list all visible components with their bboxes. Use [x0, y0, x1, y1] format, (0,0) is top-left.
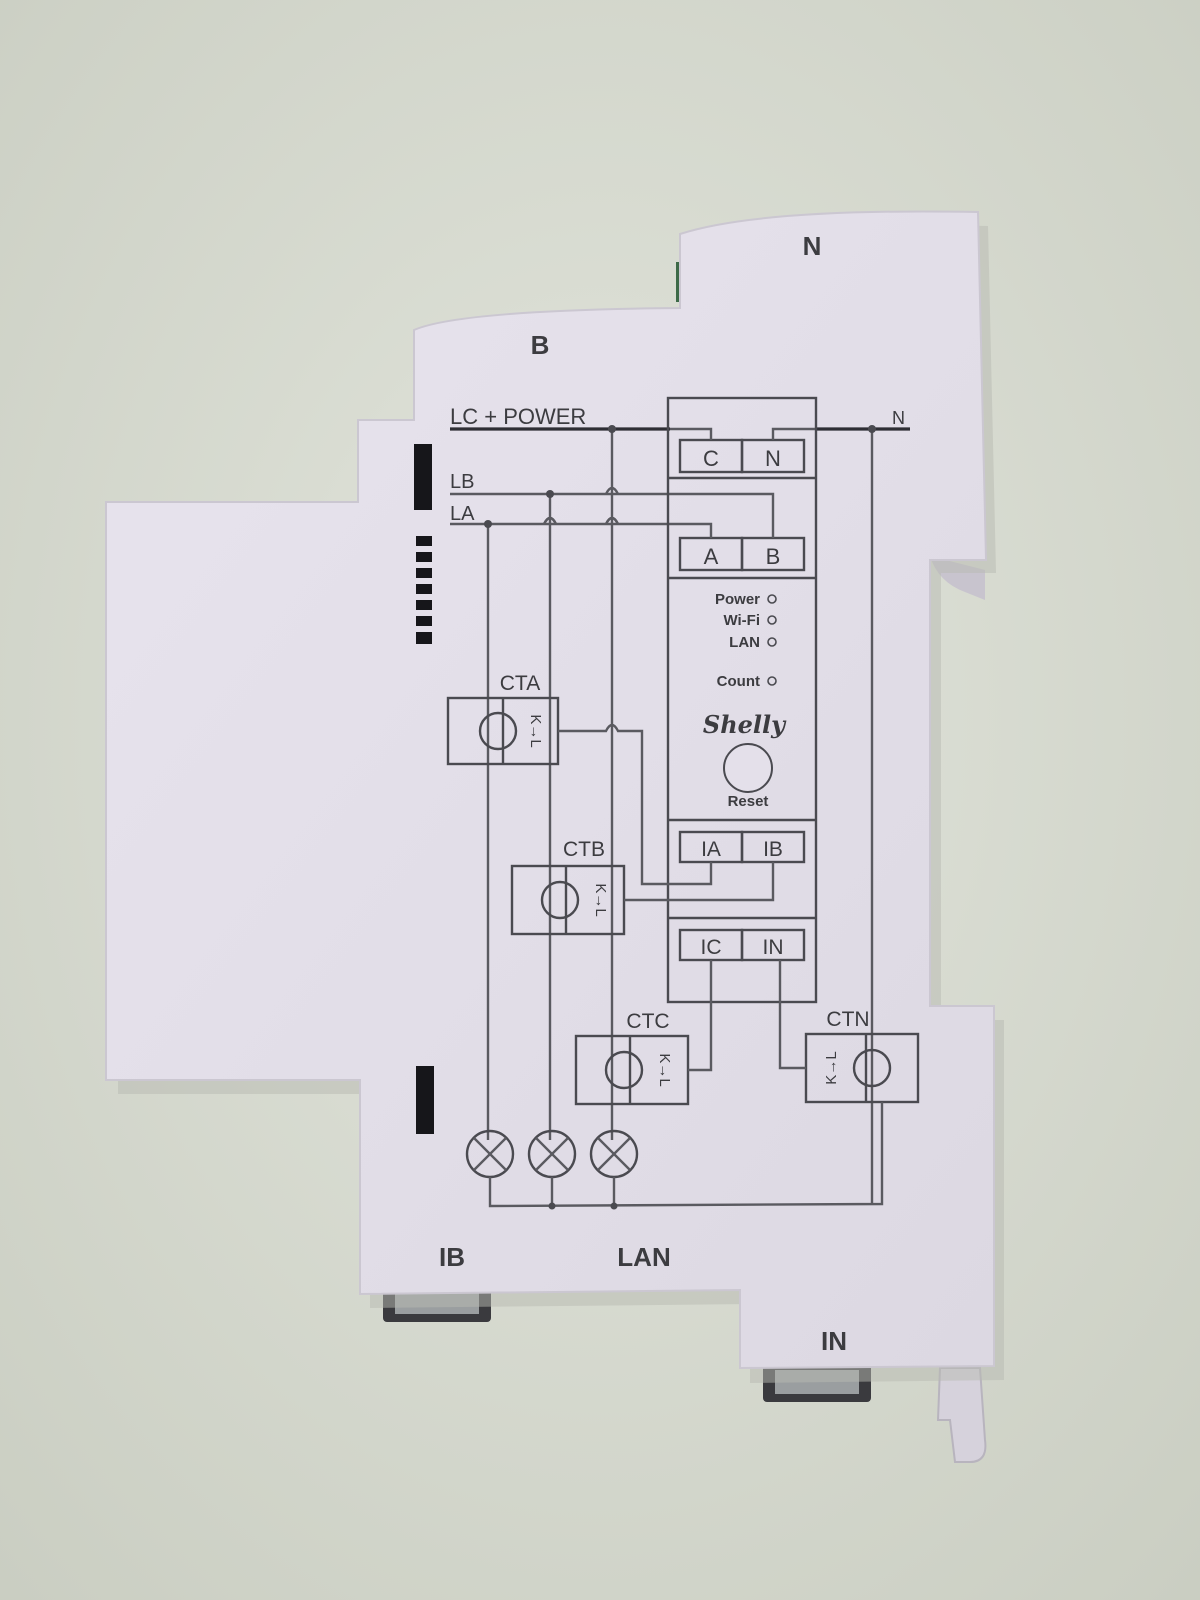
led-label-lan: LAN [729, 634, 760, 651]
terminal-label-lan: LAN [617, 1242, 670, 1272]
bus-label-la: LA [450, 503, 475, 525]
clamp-label-ctn: CTN [826, 1008, 869, 1031]
led-label-count: Count [717, 673, 760, 690]
terminal-block-in [740, 928, 806, 962]
vent-grille [416, 536, 432, 644]
bus-label-lb: LB [450, 471, 474, 493]
clamp-label-ctb: CTB [563, 838, 605, 861]
block-label-b: B [766, 544, 781, 569]
led-dot-icon [767, 594, 777, 604]
brand-logo: Shelly [703, 710, 787, 739]
terminal-label-ib: IB [439, 1242, 465, 1272]
vent-slot-bottom [416, 1066, 434, 1134]
clamp-orientation-ctb: K→L [592, 883, 609, 916]
bus-label-lc-power: LC + POWER [450, 404, 586, 429]
terminal-label-in: IN [821, 1326, 847, 1356]
clamp-orientation-ctn: K→L [823, 1051, 840, 1084]
led-dot-icon [767, 615, 777, 625]
module-outline [666, 396, 818, 1004]
led-label-power: Power [715, 591, 760, 608]
block-label-a: A [704, 544, 719, 569]
terminal-label-n: N [803, 231, 822, 261]
led-dot-icon [767, 676, 777, 686]
terminal-label-b: B [531, 330, 550, 360]
din-clip [936, 1367, 987, 1463]
led-dot-icon [767, 637, 777, 647]
reset-button-icon[interactable] [723, 743, 773, 793]
block-label-ia: IA [701, 838, 721, 861]
block-label-c: C [703, 446, 719, 471]
bus-label-n: N [892, 408, 905, 428]
wiring-diagram: LC + POWER N LB LA C N A B Power Wi-Fi [446, 396, 920, 1210]
led-label-wifi: Wi-Fi [723, 612, 760, 629]
block-label-n: N [765, 446, 781, 471]
clamp-label-ctc: CTC [626, 1010, 669, 1033]
reset-label: Reset [728, 793, 769, 810]
vent-slot-icon [414, 444, 432, 510]
block-label-ib: IB [763, 838, 783, 861]
block-label-in: IN [763, 936, 784, 959]
block-label-ic: IC [701, 936, 722, 959]
clamp-orientation-cta: K→L [527, 714, 544, 747]
clamp-label-cta: CTA [500, 672, 540, 695]
clamp-orientation-ctc: K→L [656, 1053, 673, 1086]
